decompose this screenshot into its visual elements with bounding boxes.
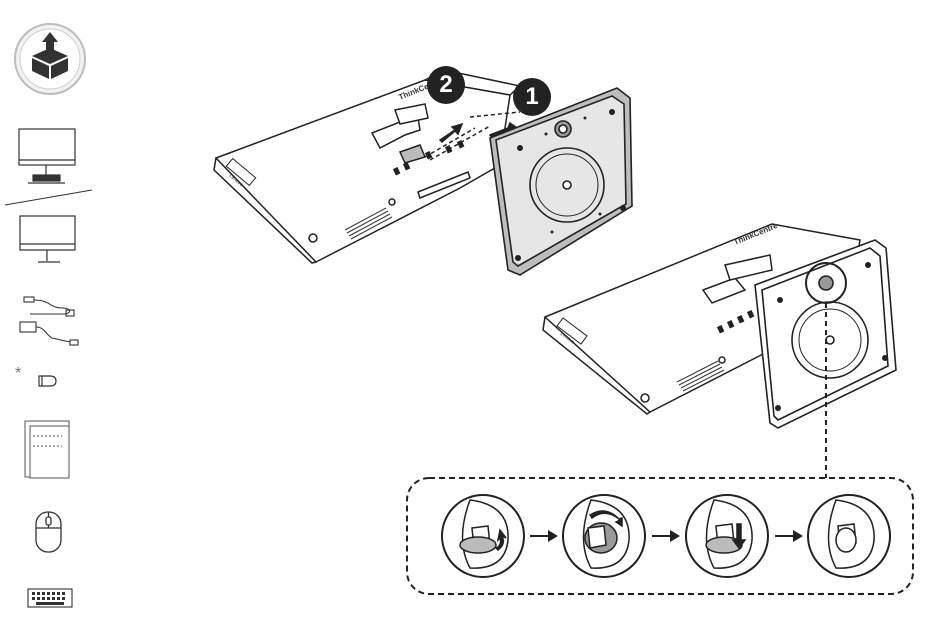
stand-base-plate-top <box>489 87 633 276</box>
optional-asterisk: * <box>15 365 22 382</box>
unpack-box-icon <box>14 23 86 95</box>
power-cable-icon <box>19 296 79 346</box>
step-badge-2: 2 <box>427 66 465 104</box>
monitor-icon <box>19 215 76 263</box>
computer-back-view-top <box>213 69 522 264</box>
optional-dongle-icon <box>38 375 57 387</box>
computer-assembled-view <box>542 223 861 415</box>
keyboard-icon <box>27 588 73 608</box>
step-badge-1: 1 <box>513 78 551 116</box>
all-in-one-computer-icon <box>18 128 76 184</box>
step-arrow-3 <box>775 530 803 542</box>
screw-step-3 <box>685 494 769 578</box>
step-arrow-2 <box>652 530 680 542</box>
screw-step-2 <box>562 494 646 578</box>
step-arrow-1 <box>530 530 558 542</box>
documents-icon <box>24 420 70 479</box>
divider-line <box>4 189 93 206</box>
mouse-icon <box>35 511 62 553</box>
screw-step-4 <box>807 494 891 578</box>
screw-step-1 <box>441 494 525 578</box>
